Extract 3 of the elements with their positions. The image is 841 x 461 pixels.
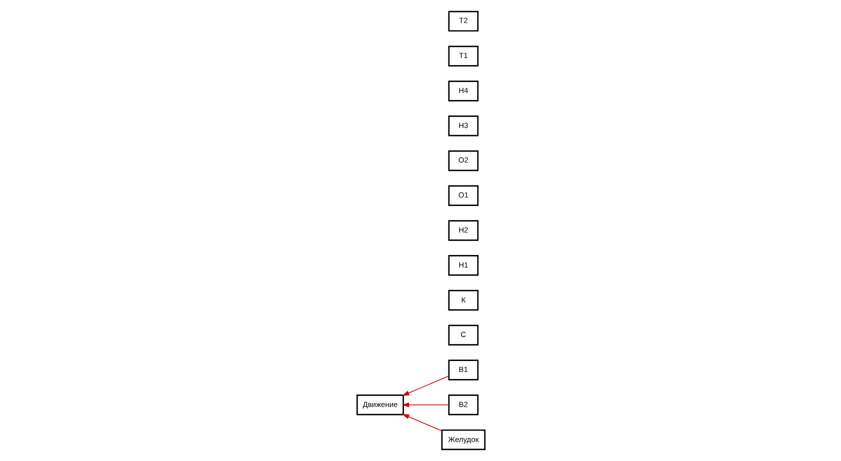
- arrow: [402, 402, 449, 408]
- arrow: [402, 376, 449, 396]
- arrow: [402, 414, 442, 432]
